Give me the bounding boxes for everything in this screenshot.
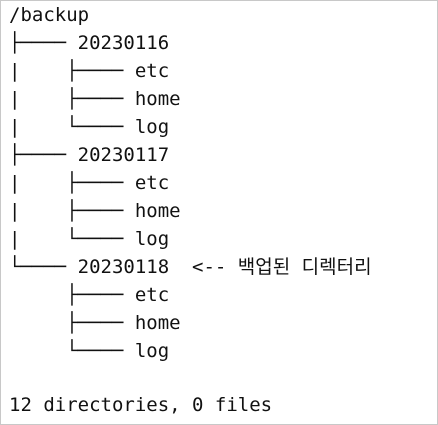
tree-line: ├──── etc: [9, 281, 169, 309]
tree-line: └──── log: [9, 337, 169, 365]
tree-line: ├──── 20230117: [9, 141, 169, 169]
tree-line: └──── 20230118 <-- 백업된 디렉터리: [9, 253, 372, 281]
tree-branch: ├────: [9, 284, 135, 306]
directory-name: 20230118: [77, 256, 170, 278]
tree-branch: ├────: [9, 144, 78, 166]
tree-branch: └────: [9, 256, 78, 278]
directory-name: log: [134, 116, 170, 138]
tree-line: ├──── 20230116: [9, 29, 169, 57]
tree-line: | ├──── etc: [9, 169, 169, 197]
tree-branch: | ├────: [9, 200, 135, 222]
directory-name: log: [134, 228, 170, 250]
summary-line: 12 directories, 0 files: [9, 394, 273, 416]
directory-name: etc: [134, 60, 170, 82]
tree-line: ├──── home: [9, 309, 181, 337]
tree-branch: | └────: [9, 228, 135, 250]
directory-name: etc: [134, 172, 170, 194]
directory-name: home: [134, 200, 181, 222]
directory-name: home: [134, 312, 181, 334]
tree-line: | └──── log: [9, 113, 169, 141]
tree-branch: | ├────: [9, 88, 135, 110]
tree-branch: | ├────: [9, 172, 135, 194]
tree-line: | ├──── etc: [9, 57, 169, 85]
tree-line: | ├──── home: [9, 197, 181, 225]
directory-name: etc: [134, 284, 170, 306]
tree-line: | ├──── home: [9, 85, 181, 113]
directory-name: home: [134, 88, 181, 110]
tree-branch: | └────: [9, 116, 135, 138]
directory-name: 20230117: [77, 144, 170, 166]
spacer: [169, 253, 192, 281]
tree-line: | └──── log: [9, 225, 169, 253]
tree-branch: ├────: [9, 312, 135, 334]
tree-branch: ├────: [9, 32, 78, 54]
tree-branch: └────: [9, 340, 135, 362]
directory-name: log: [134, 340, 170, 362]
annotation-text: <-- 백업된 디렉터리: [192, 256, 372, 278]
root-directory: /backup: [9, 4, 90, 26]
tree-branch: | ├────: [9, 60, 135, 82]
directory-name: 20230116: [77, 32, 170, 54]
